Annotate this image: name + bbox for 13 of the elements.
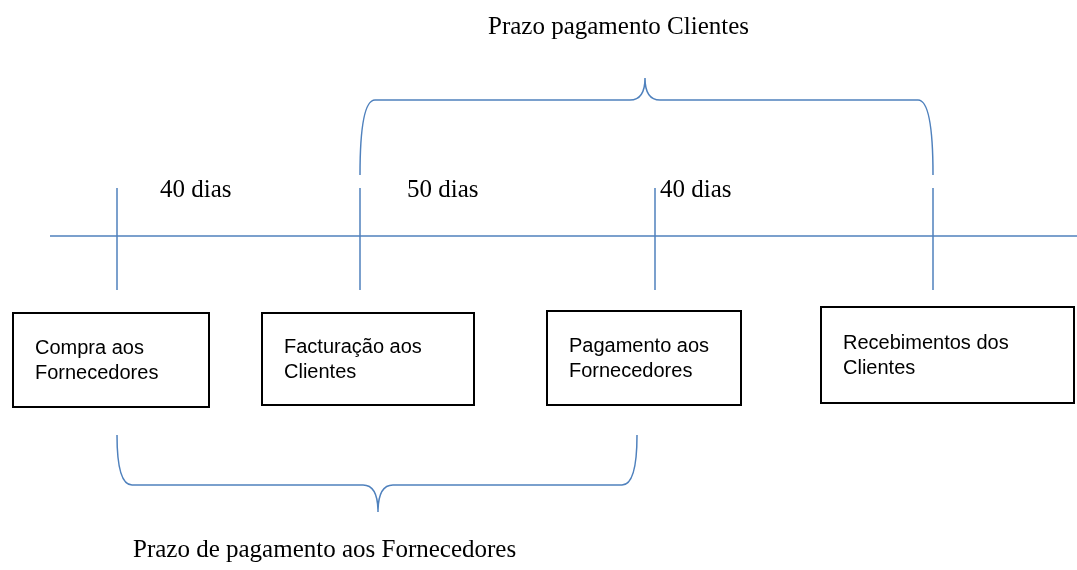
process-box xyxy=(12,312,210,408)
duration-label: 40 dias xyxy=(160,175,232,203)
box-label: Pagamento aos Fornecedores xyxy=(569,333,711,383)
brace-label: Prazo de pagamento aos Fornecedores xyxy=(133,535,517,563)
process-box xyxy=(820,306,1075,404)
duration-label: 50 dias xyxy=(407,175,479,203)
brace-label: Prazo pagamento Clientes xyxy=(488,12,750,40)
duration-label: 40 dias xyxy=(660,175,732,203)
box-label: Compra aos Fornecedores xyxy=(35,335,160,385)
box-label: Recebimentos dos Clientes xyxy=(843,330,1010,380)
process-box xyxy=(546,310,742,406)
box-label: Facturação aos Clientes xyxy=(284,334,423,384)
process-box xyxy=(261,312,475,406)
